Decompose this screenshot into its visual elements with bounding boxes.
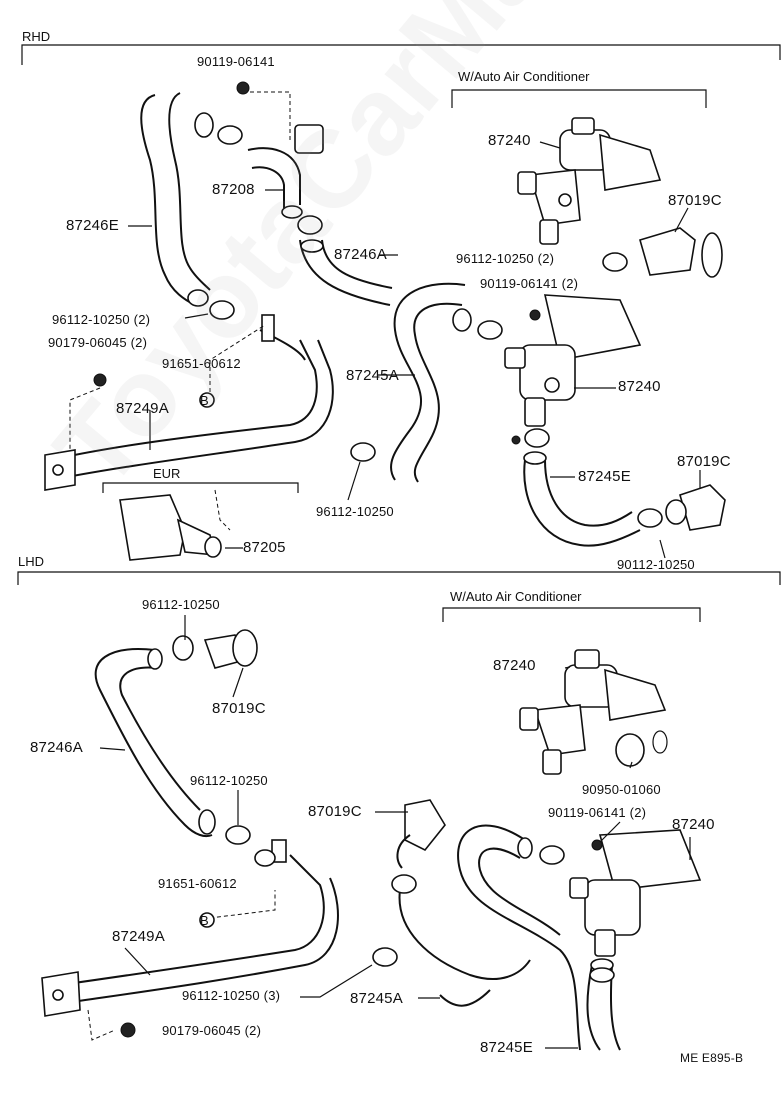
lhd-valve-87240-right <box>569 829 702 957</box>
part-label: 87019C <box>677 453 731 470</box>
rhd-pipe-87249A <box>44 314 334 491</box>
lhd-hose-87245A <box>398 824 581 1051</box>
rhd-pipe-87208 <box>247 124 324 219</box>
part-label: 87019C <box>308 803 362 820</box>
rhd-hose-87245A <box>390 282 472 483</box>
b-marker-label: B <box>200 913 209 928</box>
part-label: 96112-10250 (2) <box>456 251 555 266</box>
rhd-valve-87240-mid <box>504 294 642 427</box>
part-label: 87019C <box>212 700 266 717</box>
section-rhd: RHD <box>22 29 51 44</box>
lhd-leaders <box>87 615 691 1049</box>
part-label: 96112-10250 <box>190 773 268 788</box>
part-label: 87245A <box>350 990 403 1007</box>
lhd-pipe-87249A <box>41 839 339 1017</box>
lhd-valve-87240-top <box>519 649 668 775</box>
part-label: 90119-06141 (2) <box>548 805 647 820</box>
part-label: 87245E <box>480 1039 533 1056</box>
part-label: 87246E <box>66 217 119 234</box>
lhd-clamps <box>120 635 615 1038</box>
figure-code: ME E895-B <box>680 1051 744 1065</box>
lhd-grommet-87019C-left <box>203 629 258 669</box>
rhd-hose-87245E <box>523 451 641 547</box>
part-label: 87240 <box>488 132 531 149</box>
rhd-leaders <box>69 91 701 559</box>
rhd-grommet-87019C-mid <box>665 484 726 531</box>
section-eur: EUR <box>153 466 181 481</box>
part-label: 87246A <box>30 739 83 756</box>
rhd-eur-assembly <box>119 489 231 561</box>
part-label: 87245E <box>578 468 631 485</box>
lhd-grommet-87019C-mid <box>396 799 446 869</box>
rhd-hose-87246A <box>299 239 393 306</box>
part-label: 87246A <box>334 246 387 263</box>
part-label: 90119-06141 <box>197 54 275 69</box>
part-label: 90179-06045 (2) <box>48 335 148 350</box>
lhd-hose-87246A <box>94 648 216 838</box>
part-label: 91651-60612 <box>162 356 241 371</box>
rhd-grommet-87019C-top <box>639 227 723 278</box>
part-label: 90112-10250 <box>617 557 695 572</box>
part-label: 90119-06141 (2) <box>480 276 579 291</box>
lhd-b-marker-circle <box>199 912 215 928</box>
rhd-valve-87240-top <box>517 117 662 245</box>
part-label: 87208 <box>212 181 255 198</box>
part-label: 87205 <box>243 539 286 556</box>
section-lhd: LHD <box>18 554 45 569</box>
part-label: 87245A <box>346 367 399 384</box>
rhd-hose-87246E <box>140 92 214 307</box>
part-label: 96112-10250 (2) <box>52 312 151 327</box>
part-label: 90179-06045 (2) <box>162 1023 262 1038</box>
rhd-clamps <box>93 81 663 528</box>
part-label: 96112-10250 <box>316 504 394 519</box>
part-label: 87249A <box>112 928 165 945</box>
section-auto-ac-bottom: W/Auto Air Conditioner <box>450 589 582 604</box>
part-label: 87249A <box>116 400 169 417</box>
part-label: 96112-10250 (3) <box>182 988 281 1003</box>
rhd-b-marker-circle <box>199 392 215 408</box>
part-label: 90950-01060 <box>582 782 661 797</box>
part-label: 87240 <box>618 378 661 395</box>
part-label: 91651-60612 <box>158 876 237 891</box>
b-marker-label: B <box>200 393 209 408</box>
part-label: 87019C <box>668 192 722 209</box>
part-label: 87240 <box>493 657 536 674</box>
part-label: 96112-10250 <box>142 597 220 612</box>
section-frames <box>17 44 781 622</box>
part-label: 87240 <box>672 816 715 833</box>
section-auto-ac-top: W/Auto Air Conditioner <box>458 69 590 84</box>
